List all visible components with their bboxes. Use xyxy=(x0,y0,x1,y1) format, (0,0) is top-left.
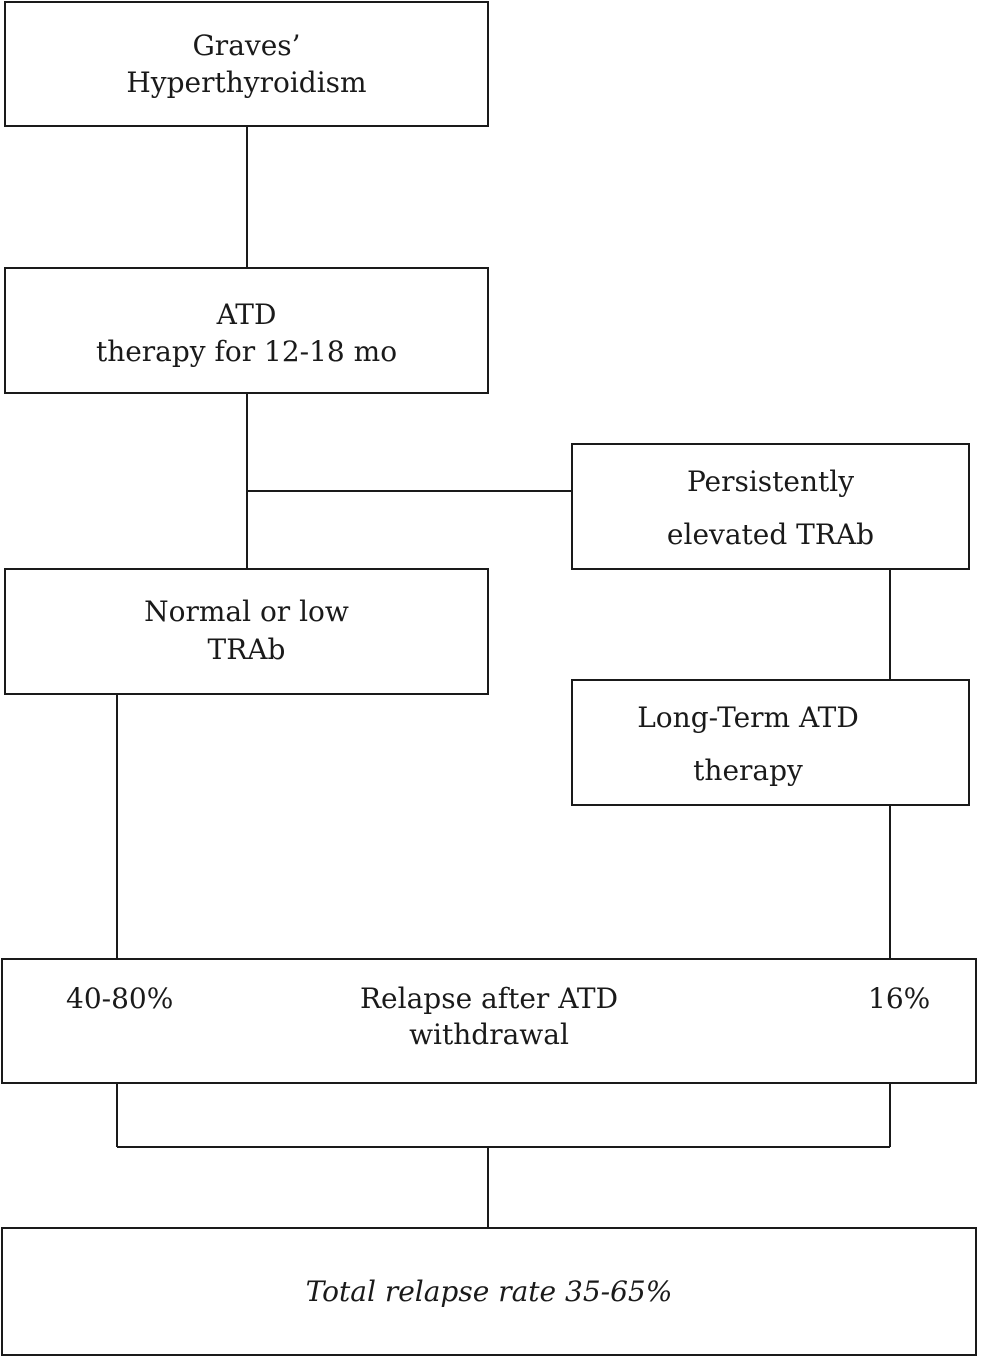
relapse-right-rate: 16% xyxy=(868,982,931,1015)
normal-trab-box: Normal or low TRAb xyxy=(4,568,489,695)
atd-therapy-line-2: therapy for 12-18 mo xyxy=(95,335,398,368)
total-relapse-box: Total relapse rate 35-65% xyxy=(1,1227,977,1356)
normal-trab-line-2: TRAb xyxy=(207,633,286,666)
relapse-line-2: withdrawal xyxy=(409,1018,569,1051)
persistent-trab-line-1: Persistently xyxy=(686,465,855,498)
relapse-line-1: Relapse after ATD xyxy=(359,982,619,1015)
graves-hyperthyroidism-box: Graves’ Hyperthyroidism xyxy=(4,1,489,127)
relapse-left-rate: 40-80% xyxy=(66,982,174,1015)
graves-line-1: Graves’ xyxy=(192,29,301,62)
long-term-atd-line-1: Long-Term ATD xyxy=(637,701,859,734)
long-term-atd-line-2: therapy xyxy=(693,754,803,787)
persistent-trab-line-2: elevated TRAb xyxy=(666,518,875,551)
total-relapse-text: Total relapse rate 35-65% xyxy=(305,1275,673,1308)
persistent-trab-box: Persistently elevated TRAb xyxy=(571,443,970,570)
relapse-box: 40-80% 16% Relapse after ATD withdrawal xyxy=(1,958,977,1084)
atd-therapy-box: ATD therapy for 12-18 mo xyxy=(4,267,489,394)
normal-trab-line-1: Normal or low xyxy=(144,595,349,628)
atd-therapy-line-1: ATD xyxy=(216,298,277,331)
graves-line-2: Hyperthyroidism xyxy=(126,66,367,99)
long-term-atd-box: Long-Term ATD therapy xyxy=(571,679,970,806)
